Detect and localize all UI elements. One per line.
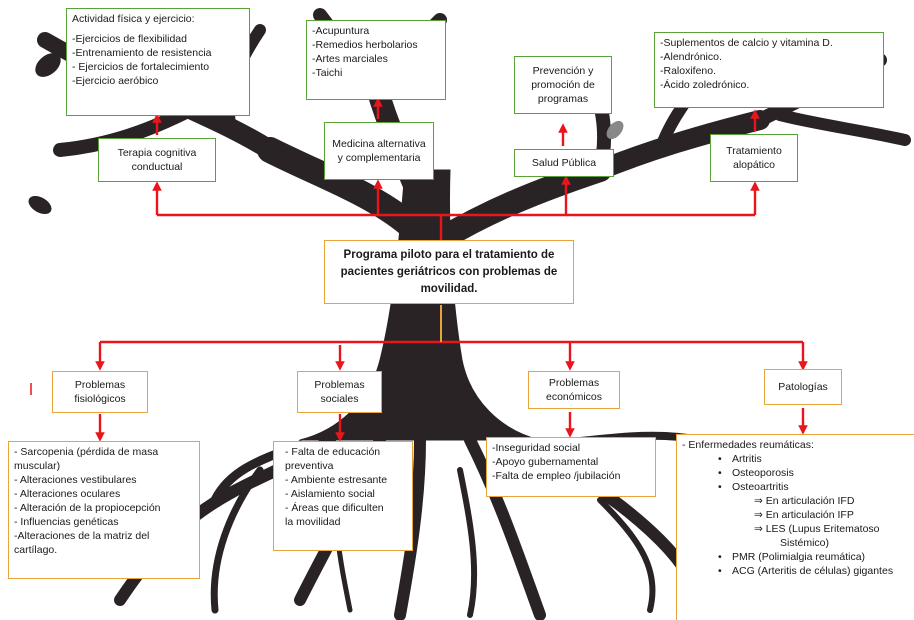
fisio-item: muscular) xyxy=(14,460,61,472)
pat-subitem: ⇒ LES (Lupus Eritematoso xyxy=(754,523,880,535)
medicina-item: -Artes marciales xyxy=(312,53,388,65)
tratamiento-item: -Ácido zoledrónico. xyxy=(660,79,750,91)
pat-subitem: ⇒ En articulación IFP xyxy=(754,509,854,521)
fisio-item: -Alteraciones de la matriz del xyxy=(14,530,150,542)
fisio-label-box: Problemas fisiológicos xyxy=(52,371,148,413)
fisio-item: - Influencias genéticas xyxy=(14,516,119,528)
salud-detail-box: Prevención y promoción de programas xyxy=(514,56,612,114)
tratamiento-detail-box: -Suplementos de calcio y vitamina D. -Al… xyxy=(654,32,884,108)
pat-item: Osteoartritis xyxy=(682,480,909,494)
social-item: - Áreas que dificulten xyxy=(285,502,384,514)
social-label: Problemas sociales xyxy=(314,379,365,405)
medicina-label-box: Medicina alternativa y complementaria xyxy=(324,122,434,180)
medicina-label: Medicina alternativa y complementaria xyxy=(332,138,426,164)
medicina-detail-box: -Acupuntura -Remedios herbolarios -Artes… xyxy=(306,20,446,100)
pat-item: Artritis xyxy=(682,452,909,466)
terapia-label-box: Terapia cognitiva conductual xyxy=(98,138,216,182)
fisio-detail-box: - Sarcopenia (pérdida de masa muscular) … xyxy=(8,441,200,579)
fisio-label: Problemas fisiológicos xyxy=(74,379,126,405)
econ-detail-box: -Inseguridad social -Apoyo gubernamental… xyxy=(486,437,656,497)
fisio-item: - Alteraciones vestibulares xyxy=(14,474,137,486)
terapia-label: Terapia cognitiva conductual xyxy=(117,147,197,173)
fisio-item: - Alteración de la propiocepción xyxy=(14,502,161,514)
terapia-detail-box: Actividad física y ejercicio: -Ejercicio… xyxy=(66,8,250,116)
medicina-item: -Acupuntura xyxy=(312,25,370,37)
social-item: preventiva xyxy=(285,460,334,472)
terapia-item: -Ejercicios de flexibilidad xyxy=(72,33,187,45)
terapia-item: - Ejercicios de fortalecimiento xyxy=(72,61,210,73)
social-item: - Aislamiento social xyxy=(285,488,375,500)
pat-item: PMR (Polimialgia reumática) xyxy=(682,550,909,564)
pat-label-box: Patologías xyxy=(764,369,842,405)
social-detail-box: - Falta de educación preventiva - Ambien… xyxy=(273,441,413,551)
econ-item: -Inseguridad social xyxy=(492,442,581,454)
salud-label-box: Salud Pública xyxy=(514,149,614,177)
central-program-title: Programa piloto para el tratamiento de p… xyxy=(340,248,558,295)
social-item: - Ambiente estresante xyxy=(285,474,388,486)
pat-heading: - Enfermedades reumáticas: xyxy=(682,439,814,451)
econ-item: -Falta de empleo /jubilación xyxy=(492,470,621,482)
tratamiento-item: -Suplementos de calcio y vitamina D. xyxy=(660,37,833,49)
econ-item: -Apoyo gubernamental xyxy=(492,456,599,468)
tratamiento-item: -Raloxifeno. xyxy=(660,65,717,77)
salud-label: Salud Pública xyxy=(531,157,597,169)
social-item: la movilidad xyxy=(285,516,341,528)
terapia-heading: Actividad física y ejercicio: xyxy=(72,13,195,25)
salud-detail-text: Prevención y promoción de programas xyxy=(531,65,595,105)
pat-label: Patologías xyxy=(778,381,828,393)
pat-item: Osteoporosis xyxy=(682,466,909,480)
pat-subitem-continued: Sistémico) xyxy=(780,537,830,549)
terapia-item: -Ejercicio aeróbico xyxy=(72,75,159,87)
econ-label-box: Problemas económicos xyxy=(528,371,620,409)
social-item: - Falta de educación xyxy=(285,446,381,458)
terapia-item: -Entrenamiento de resistencia xyxy=(72,47,212,59)
fisio-item: - Sarcopenia (pérdida de masa xyxy=(14,446,159,458)
fisio-item: - Alteraciones oculares xyxy=(14,488,121,500)
social-label-box: Problemas sociales xyxy=(297,371,382,413)
fisio-item: cartílago. xyxy=(14,544,58,556)
central-program-box: Programa piloto para el tratamiento de p… xyxy=(324,240,574,304)
tratamiento-label-box: Tratamiento alopático xyxy=(710,134,798,182)
pat-item: ACG (Arteritis de células) gigantes xyxy=(682,564,909,578)
medicina-item: -Remedios herbolarios xyxy=(312,39,418,51)
tratamiento-item: -Alendrónico. xyxy=(660,51,722,63)
pat-subitem: ⇒ En articulación IFD xyxy=(754,495,855,507)
econ-label: Problemas económicos xyxy=(545,377,603,403)
tratamiento-label: Tratamiento alopático xyxy=(726,145,782,171)
pat-detail-box: - Enfermedades reumáticas: Artritis Oste… xyxy=(676,434,914,620)
medicina-item: -Taichi xyxy=(312,67,343,79)
